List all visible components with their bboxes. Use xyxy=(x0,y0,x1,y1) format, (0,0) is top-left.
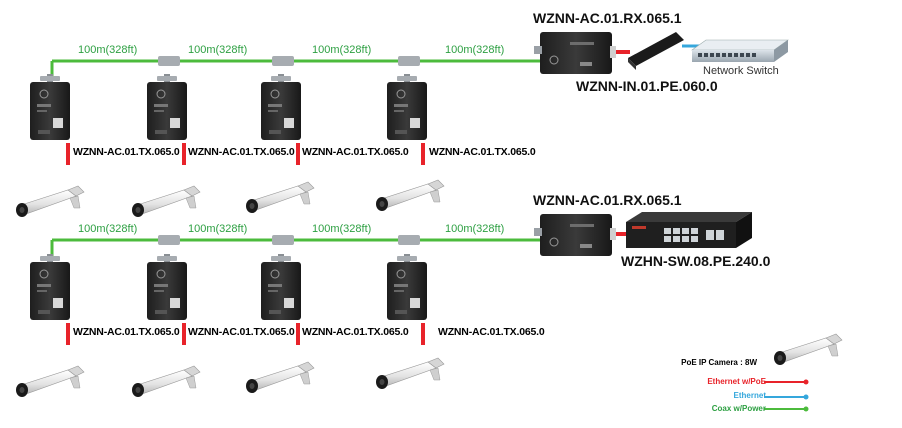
receiver-device xyxy=(533,31,617,75)
poe-switch-icon xyxy=(626,212,752,248)
transmitter-label: WZNN-AC.01.TX.065.0 xyxy=(438,326,545,338)
legend-ethernet-label: Ethernet xyxy=(733,391,766,400)
distance-label: 100m(328ft) xyxy=(78,223,138,235)
distance-label: 100m(328ft) xyxy=(312,44,372,56)
legend-coax-label: Coax w/Power xyxy=(711,404,766,413)
transmitter-label: WZNN-AC.01.TX.065.0 xyxy=(73,326,180,338)
transmitter-label: WZNN-AC.01.TX.065.0 xyxy=(73,146,180,158)
legend-camera-label: PoE IP Camera : 8W xyxy=(681,358,757,367)
receiver-device xyxy=(533,213,617,257)
coax-connector xyxy=(158,235,420,245)
ip-camera xyxy=(375,179,445,212)
transmitter-label: WZNN-AC.01.TX.065.0 xyxy=(188,146,295,158)
distance-label: 100m(328ft) xyxy=(78,44,138,56)
receiver-label: WZNN-AC.01.RX.065.1 xyxy=(533,192,682,208)
transmitter-device xyxy=(146,253,188,321)
ip-camera xyxy=(245,361,315,394)
distance-label: 100m(328ft) xyxy=(188,223,248,235)
distance-label: 100m(328ft) xyxy=(188,44,248,56)
transmitter-device xyxy=(386,253,428,321)
ip-camera xyxy=(375,357,445,390)
network-switch-label: Network Switch xyxy=(703,65,779,77)
transmitter-label: WZNN-AC.01.TX.065.0 xyxy=(429,146,536,158)
distance-label: 100m(328ft) xyxy=(312,223,372,235)
poe-cable-row1 xyxy=(66,143,425,165)
transmitter-label: WZNN-AC.01.TX.065.0 xyxy=(302,146,409,158)
ip-camera xyxy=(131,365,201,398)
ip-camera xyxy=(131,185,201,218)
transmitter-device xyxy=(29,253,71,321)
ip-camera xyxy=(245,181,315,214)
coax-connector xyxy=(158,56,420,66)
poe-switch-label: WZHN-SW.08.PE.240.0 xyxy=(621,253,771,269)
transmitter-device xyxy=(29,73,71,141)
transmitter-label: WZNN-AC.01.TX.065.0 xyxy=(302,326,409,338)
injector-label: WZNN-IN.01.PE.060.0 xyxy=(576,78,718,94)
ip-camera xyxy=(15,365,85,398)
network-switch-icon xyxy=(691,39,789,62)
transmitter-device xyxy=(386,73,428,141)
ip-camera xyxy=(15,185,85,218)
legend-camera-icon xyxy=(773,333,843,366)
transmitter-device xyxy=(260,73,302,141)
poe-cable-row2 xyxy=(66,323,425,345)
transmitter-device xyxy=(146,73,188,141)
transmitter-device xyxy=(260,253,302,321)
distance-label: 100m(328ft) xyxy=(445,44,505,56)
legend-poe-label: Ethernet w/PoE xyxy=(707,377,766,386)
distance-label: 100m(328ft) xyxy=(445,223,505,235)
transmitter-label: WZNN-AC.01.TX.065.0 xyxy=(188,326,295,338)
receiver-label: WZNN-AC.01.RX.065.1 xyxy=(533,10,682,26)
poe-injector xyxy=(628,32,684,70)
